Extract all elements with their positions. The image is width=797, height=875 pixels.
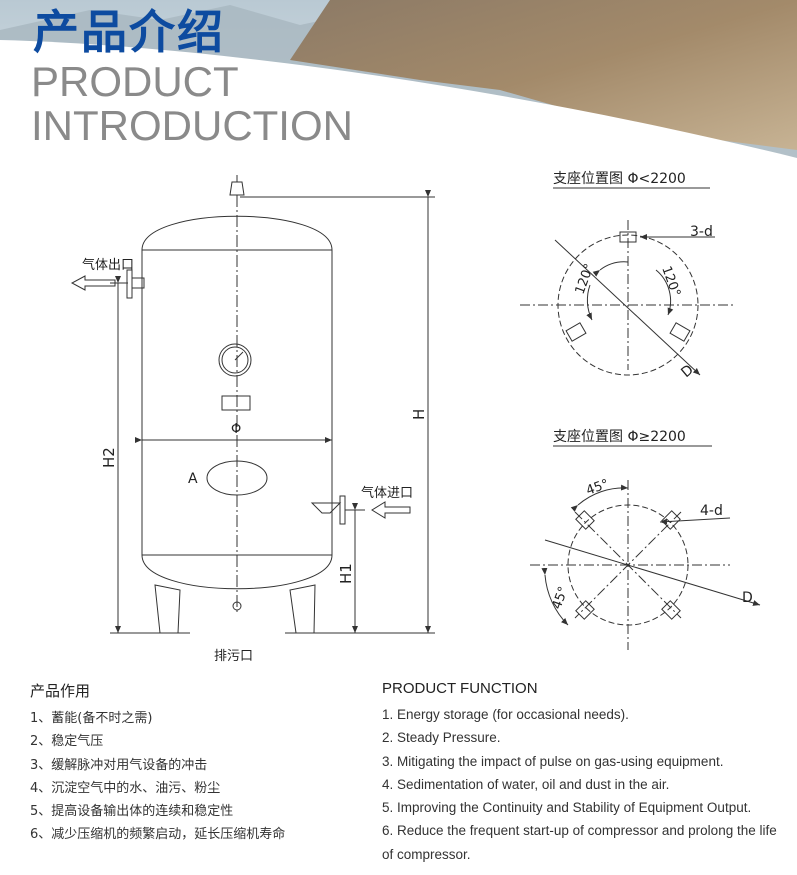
list-item: 4、沉淀空气中的水、油污、粉尘 <box>30 780 221 796</box>
list-item: 4. Sedimentation of water, oil and dust … <box>382 776 670 792</box>
list-item: 3. Mitigating the impact of pulse on gas… <box>382 753 724 769</box>
title-en-line2: INTRODUCTION <box>31 102 353 149</box>
support-large-angle2: 45° <box>550 585 572 612</box>
outlet-label: 气体出口 <box>82 257 134 273</box>
technical-drawing: 气体出口 气体进口 排污口 Φ A H H2 H1 支座位置图 Φ<2200 3… <box>70 171 761 664</box>
header-mountain-image <box>0 0 797 160</box>
list-item: 3、缓解脉冲对用气设备的冲击 <box>30 757 208 773</box>
function-cn-heading: 产品作用 <box>30 682 91 700</box>
support-small-d: D <box>678 362 697 381</box>
list-item: 5、提高设备输出体的连续和稳定性 <box>30 804 234 820</box>
support-small-angle1: 120° <box>573 262 598 297</box>
title-en-line1: PRODUCT <box>31 58 239 105</box>
support-diagram-large <box>530 445 761 650</box>
function-en-heading: PRODUCT FUNCTION <box>382 680 538 697</box>
list-item: 1、蓄能(备不时之需) <box>30 711 153 726</box>
inlet-label: 气体进口 <box>361 485 413 501</box>
h1-label: H1 <box>337 563 355 584</box>
support-diagram-small <box>520 187 735 376</box>
page-title-en: PRODUCT INTRODUCTION <box>31 60 353 148</box>
list-item: 6、减少压缩机的频繁启动，延长压缩机寿命 <box>30 827 286 843</box>
list-item: 2、稳定气压 <box>30 734 104 750</box>
list-item: 2. Steady Pressure. <box>382 730 501 746</box>
function-list-cn: 产品作用 1、蓄能(备不时之需) 2、稳定气压 3、缓解脉冲对用气设备的冲击 4… <box>30 680 360 847</box>
support-large-angle1: 45° <box>584 477 611 499</box>
support-small-title: 支座位置图 Φ<2200 <box>553 171 686 187</box>
page-title-cn: 产品介绍 <box>33 5 225 59</box>
support-large-d: D <box>742 590 753 606</box>
support-small-angle2: 120° <box>658 264 683 299</box>
support-small-hole: 3-d <box>690 224 713 240</box>
support-large-hole: 4-d <box>700 503 723 519</box>
drain-label: 排污口 <box>214 649 253 664</box>
h-label: H <box>410 409 428 420</box>
list-item: 6. Reduce the frequent start-up of compr… <box>382 823 777 862</box>
function-list-en: PRODUCT FUNCTION 1. Energy storage (for … <box>382 680 787 866</box>
tank-vessel <box>70 175 435 634</box>
manhole-label: A <box>188 471 198 487</box>
list-item: 5. Improving the Continuity and Stabilit… <box>382 800 752 816</box>
support-large-title: 支座位置图 Φ≥2200 <box>553 429 686 445</box>
diameter-label: Φ <box>231 422 241 437</box>
h2-label: H2 <box>100 447 118 468</box>
list-item: 1. Energy storage (for occasional needs)… <box>382 707 629 722</box>
